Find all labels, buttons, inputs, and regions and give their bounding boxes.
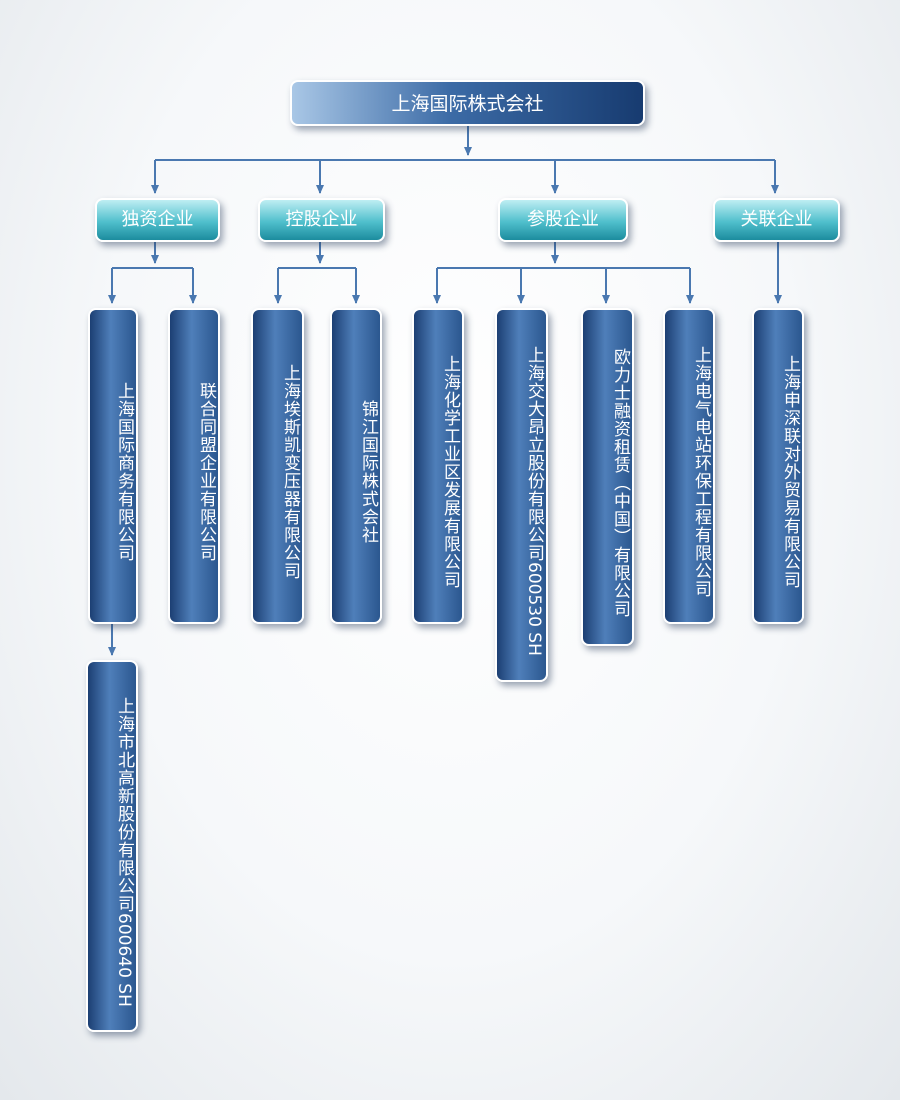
company-name: 上海市北高新股份有限公司 [114, 697, 134, 914]
stock-code: 600640 SH [114, 913, 134, 1007]
company-lianhe-tongmeng: 联合同盟企业有限公司 [168, 308, 220, 624]
root-company-node: 上海国际株式会社 [290, 80, 645, 126]
company-orix-leasing: 欧力士融资租赁（中国）有限公司 [581, 308, 634, 646]
stock-code: 600530 SH [524, 562, 544, 656]
category-controlled: 控股企业 [258, 198, 385, 242]
company-name: 上海交大昂立股份有限公司 [524, 346, 544, 563]
company-shenshen-trade: 上海申深联对外贸易有限公司 [752, 308, 804, 624]
company-shanghai-electric-env: 上海电气电站环保工程有限公司 [663, 308, 715, 624]
category-participating: 参股企业 [498, 198, 628, 242]
category-affiliated: 关联企业 [713, 198, 840, 242]
company-shanghai-aisikai: 上海埃斯凯变压器有限公司 [251, 308, 304, 624]
company-shanghai-intl-trade: 上海国际商务有限公司 [88, 308, 138, 624]
company-beigao-xin: 上海市北高新股份有限公司600640 SH [86, 660, 138, 1032]
company-jiaoda-onlly: 上海交大昂立股份有限公司600530 SH [495, 308, 548, 682]
company-jinjiang-intl: 锦江国际株式会社 [330, 308, 382, 624]
category-wholly-owned: 独资企业 [95, 198, 220, 242]
company-shanghai-chem-zone: 上海化学工业区发展有限公司 [412, 308, 464, 624]
